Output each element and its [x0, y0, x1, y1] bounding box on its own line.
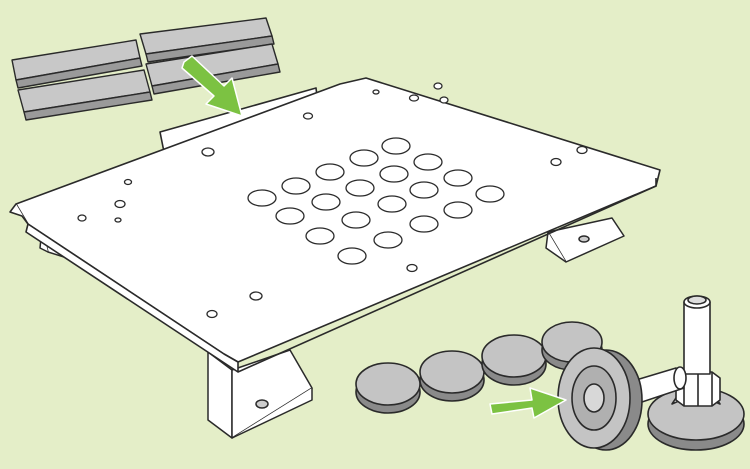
mounting-plate — [9, 77, 661, 373]
front-foot — [207, 349, 313, 439]
strip-3 — [17, 69, 153, 121]
disc-pad-1 — [355, 362, 421, 414]
leveling-foot — [647, 295, 745, 451]
disc-pad-2 — [419, 350, 485, 402]
disc-pad-3 — [481, 334, 547, 386]
plate-perforation-grid — [247, 137, 505, 265]
strip-1 — [11, 39, 143, 89]
plate-small-holes — [77, 82, 588, 319]
magnetic-strips — [11, 17, 281, 121]
caster-wheel — [557, 347, 687, 451]
arrow-to-plate-slot — [181, 55, 243, 117]
strip-2 — [139, 17, 275, 63]
right-rear-foot — [545, 217, 625, 263]
arrow-to-wheel — [489, 387, 567, 419]
